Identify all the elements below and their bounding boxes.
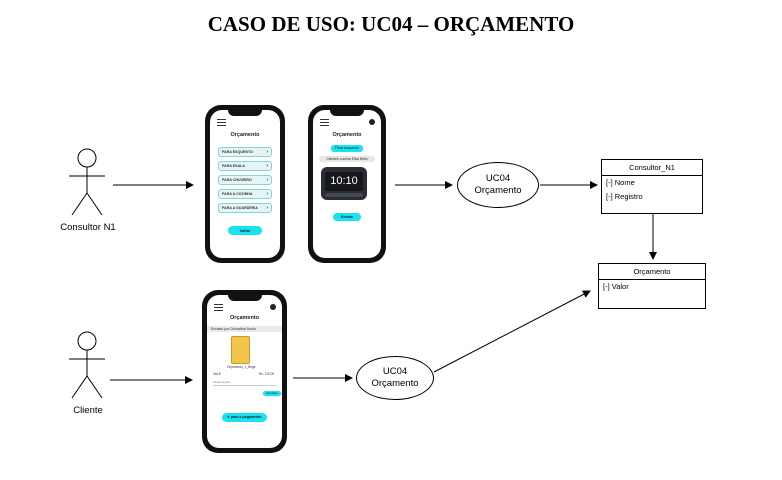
sender-row: Enviado por Cleuseline Asolin [207, 326, 282, 332]
observations-field[interactable]: Observações [213, 380, 276, 386]
phone-screen: Orçamento PARA ESQUENTO› PARA ESALA› PAR… [210, 110, 280, 258]
class-consultor-n1: Consultor_N1 [-] Nome [-] Registro [601, 159, 703, 214]
phone-mockup-menu: Orçamento PARA ESQUENTO› PARA ESALA› PAR… [205, 105, 285, 263]
phone-notch [330, 110, 364, 116]
use-case-name: Orçamento [474, 185, 522, 196]
class-attribute: [-] Valor [603, 282, 629, 291]
use-case-id: UC04 [382, 366, 408, 377]
phone-screen: Orçamento Para esquento Clientes Lumina … [313, 110, 381, 258]
menu-item[interactable]: PARA ESALA› [218, 161, 272, 171]
left-label: VALE [213, 372, 221, 376]
phone-screen: Orçamento Enviado por Cleuseline Asolin … [207, 295, 282, 448]
chevron-right-icon: › [266, 149, 268, 155]
device-base [325, 193, 363, 197]
menu-item[interactable]: PARA A GUARDERIA› [218, 203, 272, 213]
hamburger-menu-icon[interactable] [320, 119, 329, 126]
phone-mockup-quote: Orçamento Enviado por Cleuseline Asolin … [202, 290, 287, 453]
product-image [231, 336, 250, 364]
category-chip[interactable]: Para esquento [331, 145, 363, 152]
use-case-uc04-bottom: UC04 Orçamento [356, 356, 434, 400]
send-button[interactable]: Enviar [333, 213, 361, 221]
menu-list: PARA ESQUENTO› PARA ESALA› PARA CHUVEIRO… [218, 147, 272, 217]
profile-dot-icon[interactable] [270, 304, 276, 310]
menu-item[interactable]: PARA A COZINHA› [218, 189, 272, 199]
chevron-right-icon: › [266, 177, 268, 183]
client-subtitle: Clientes Lumina Elisa Bello [319, 156, 375, 162]
actor-label-cliente: Cliente [73, 405, 103, 416]
screen-title: Orçamento [332, 132, 362, 138]
use-case-uc04-top: UC04 Orçamento [457, 162, 539, 208]
actor-label-consultor: Consultor N1 [60, 222, 116, 233]
actor-consultor-figure [69, 148, 105, 216]
class-name: Orçamento [599, 264, 705, 280]
menu-item[interactable]: PARA ESQUENTO› [218, 147, 272, 157]
phone-notch [227, 295, 262, 301]
go-to-payment-button[interactable]: Ir para a pagamento [222, 413, 267, 422]
phone-notch [228, 110, 262, 116]
product-label: Orçamento_1_Bege [227, 365, 256, 369]
screen-title: Orçamento [230, 132, 260, 138]
class-name: Consultor_N1 [602, 160, 702, 176]
arrow-uc2-to-class2 [433, 290, 591, 373]
back-button[interactable]: Voltar [228, 226, 262, 235]
hamburger-menu-icon[interactable] [217, 119, 226, 126]
menu-item[interactable]: PARA CHUVEIRO› [218, 175, 272, 185]
hamburger-menu-icon[interactable] [214, 304, 223, 311]
screen-title: Orçamento [229, 315, 260, 321]
price-value: Rs. 110,00 [259, 372, 275, 376]
page-title: CASO DE USO: UC04 – ORÇAMENTO [207, 12, 575, 36]
actor-cliente-figure [69, 331, 105, 399]
use-case-id: UC04 [485, 173, 511, 184]
profile-dot-icon[interactable] [369, 119, 375, 125]
phone-mockup-device: Orçamento Para esquento Clientes Lumina … [308, 105, 386, 263]
class-orcamento: Orçamento [-] Valor [598, 263, 706, 309]
class-attribute: [-] Nome [606, 178, 635, 187]
use-case-name: Orçamento [371, 378, 419, 389]
chevron-right-icon: › [266, 163, 268, 169]
chevron-right-icon: › [266, 191, 268, 197]
clock-display: 10:10 [325, 172, 363, 191]
chevron-right-icon: › [266, 205, 268, 211]
sent-chip: Enviado [263, 391, 281, 396]
smart-display-image: 10:10 [321, 167, 367, 200]
class-attribute: [-] Registro [606, 192, 643, 201]
